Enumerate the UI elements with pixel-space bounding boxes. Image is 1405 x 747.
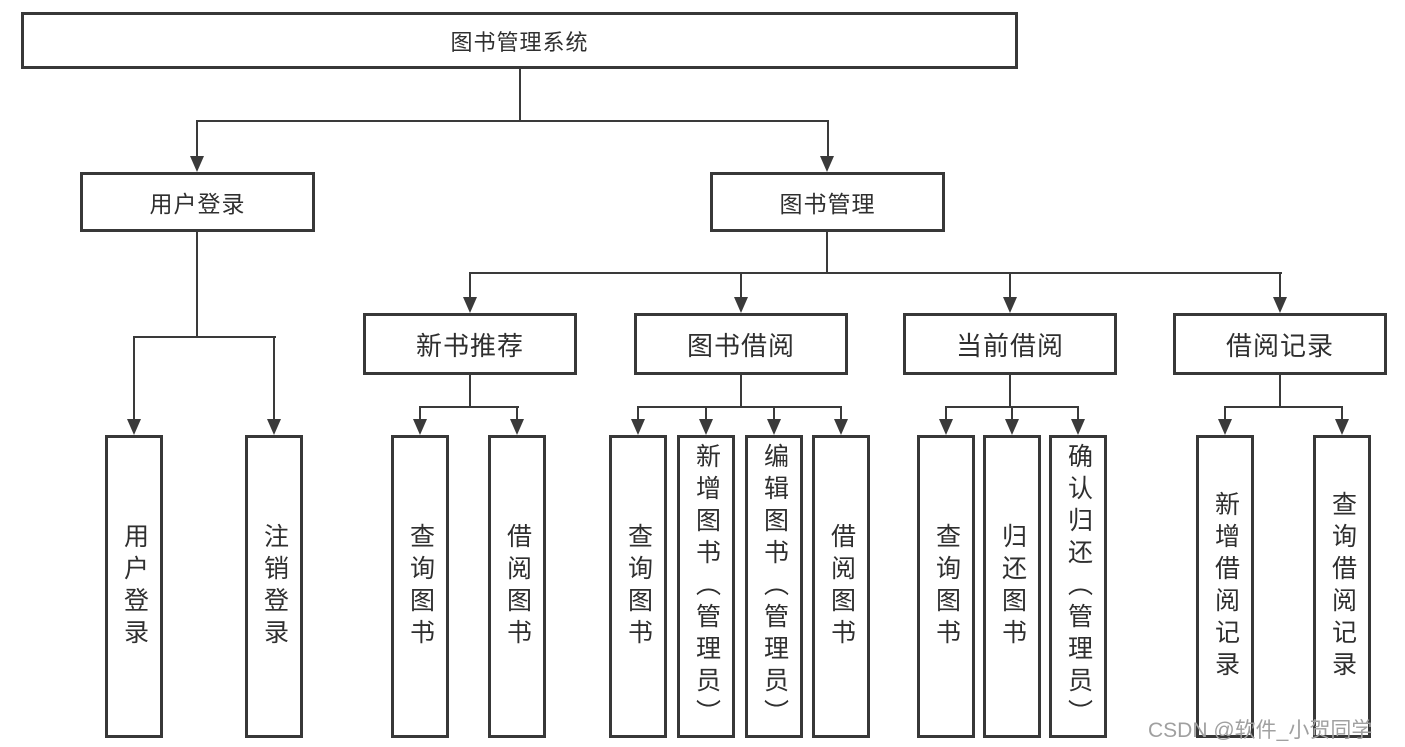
leaf-br-query-record: 查询借阅记录 (1313, 435, 1371, 738)
connector-root-stem (519, 69, 521, 120)
connector-records-stem (1279, 375, 1281, 406)
node-book-management-label: 图书管理 (779, 191, 876, 217)
arrowhead-down-icon (820, 156, 834, 172)
connector-drop-book-borrow (740, 274, 742, 301)
connector-level3-rail (469, 272, 1282, 274)
connector-drop-new-book-recommend (469, 274, 471, 301)
leaf-rec-borrow-books: 借阅图书 (488, 435, 546, 738)
leaf-cb-return-books: 归还图书 (983, 435, 1041, 738)
arrowhead-down-icon (463, 297, 477, 313)
leaf-rec-query-books: 查询图书 (391, 435, 449, 738)
connector-drop-cb-query (945, 408, 947, 421)
connector-drop-bb-borrow (840, 408, 842, 421)
node-root-label: 图书管理系统 (450, 29, 589, 55)
arrowhead-down-icon (1218, 419, 1232, 435)
arrowhead-down-icon (190, 156, 204, 172)
leaf-bb-add-books-label: 新增图书（管理员） (692, 442, 721, 731)
connector-drop-rec-query (419, 408, 421, 421)
leaf-cb-confirm-return-label: 确认归还（管理员） (1064, 442, 1093, 731)
connector-drop-br-query (1341, 408, 1343, 421)
leaf-cb-confirm-return: 确认归还（管理员） (1049, 435, 1107, 738)
connector-user-login-rail (133, 336, 276, 338)
node-borrow-records-label: 借阅记录 (1225, 330, 1334, 361)
connector-drop-br-add (1224, 408, 1226, 421)
leaf-logout: 注销登录 (245, 435, 303, 738)
leaf-bb-borrow-books-label: 借阅图书 (827, 522, 856, 651)
node-book-borrow-label: 图书借阅 (686, 330, 795, 361)
connector-drop-bb-edit (773, 408, 775, 421)
leaf-cb-query-books-label: 查询图书 (932, 522, 961, 651)
connector-drop-leaf-logout (273, 338, 275, 421)
leaf-user-login-label: 用户登录 (120, 522, 149, 651)
node-new-book-recommend-label: 新书推荐 (415, 330, 524, 361)
connector-drop-borrow-records (1279, 274, 1281, 301)
connector-drop-bb-add (705, 408, 707, 421)
leaf-logout-label: 注销登录 (260, 522, 289, 651)
node-current-borrow: 当前借阅 (903, 313, 1117, 375)
connector-drop-bb-query (637, 408, 639, 421)
arrowhead-down-icon (1003, 297, 1017, 313)
leaf-cb-return-books-label: 归还图书 (998, 522, 1027, 651)
connector-drop-user-login (196, 122, 198, 158)
arrowhead-down-icon (1071, 419, 1085, 435)
leaf-bb-borrow-books: 借阅图书 (812, 435, 870, 738)
leaf-br-add-record-label: 新增借阅记录 (1211, 490, 1240, 683)
connector-borrow-rail (637, 406, 842, 408)
leaf-rec-borrow-books-label: 借阅图书 (503, 522, 532, 651)
csdn-watermark: CSDN @软件_小贺同学 (1148, 719, 1373, 742)
connector-current-rail (945, 406, 1079, 408)
arrowhead-down-icon (939, 419, 953, 435)
node-borrow-records: 借阅记录 (1173, 313, 1387, 375)
arrowhead-down-icon (510, 419, 524, 435)
connector-borrow-stem (740, 375, 742, 406)
leaf-bb-query-books-label: 查询图书 (624, 522, 653, 651)
leaf-bb-query-books: 查询图书 (609, 435, 667, 738)
connector-drop-cb-return (1011, 408, 1013, 421)
leaf-user-login: 用户登录 (105, 435, 163, 738)
connector-level2-rail (196, 120, 829, 122)
arrowhead-down-icon (1005, 419, 1019, 435)
connector-current-stem (1009, 375, 1011, 406)
connector-recommend-stem (469, 375, 471, 406)
arrowhead-down-icon (734, 297, 748, 313)
leaf-cb-query-books: 查询图书 (917, 435, 975, 738)
arrowhead-down-icon (267, 419, 281, 435)
leaf-br-query-record-label: 查询借阅记录 (1328, 490, 1357, 683)
leaf-br-add-record: 新增借阅记录 (1196, 435, 1254, 738)
node-new-book-recommend: 新书推荐 (363, 313, 577, 375)
node-root: 图书管理系统 (21, 12, 1018, 69)
connector-recommend-rail (419, 406, 519, 408)
connector-drop-leaf-user-login (133, 338, 135, 421)
arrowhead-down-icon (1273, 297, 1287, 313)
leaf-rec-query-books-label: 查询图书 (406, 522, 435, 651)
arrowhead-down-icon (413, 419, 427, 435)
leaf-bb-edit-books-label: 编辑图书（管理员） (760, 442, 789, 731)
leaf-bb-add-books: 新增图书（管理员） (677, 435, 735, 738)
arrowhead-down-icon (699, 419, 713, 435)
connector-records-rail (1224, 406, 1343, 408)
node-book-borrow: 图书借阅 (634, 313, 848, 375)
leaf-bb-edit-books: 编辑图书（管理员） (745, 435, 803, 738)
connector-book-management-stem (826, 232, 828, 272)
arrowhead-down-icon (1335, 419, 1349, 435)
connector-drop-current-borrow (1009, 274, 1011, 301)
connector-drop-cb-confirm (1077, 408, 1079, 421)
node-user-login: 用户登录 (80, 172, 315, 232)
node-current-borrow-label: 当前借阅 (955, 330, 1064, 361)
arrowhead-down-icon (834, 419, 848, 435)
arrowhead-down-icon (127, 419, 141, 435)
arrowhead-down-icon (631, 419, 645, 435)
arrowhead-down-icon (767, 419, 781, 435)
connector-drop-rec-borrow (516, 408, 518, 421)
connector-user-login-stem (196, 232, 198, 336)
connector-drop-book-management (827, 122, 829, 158)
node-book-management: 图书管理 (710, 172, 945, 232)
node-user-login-label: 用户登录 (149, 191, 246, 217)
